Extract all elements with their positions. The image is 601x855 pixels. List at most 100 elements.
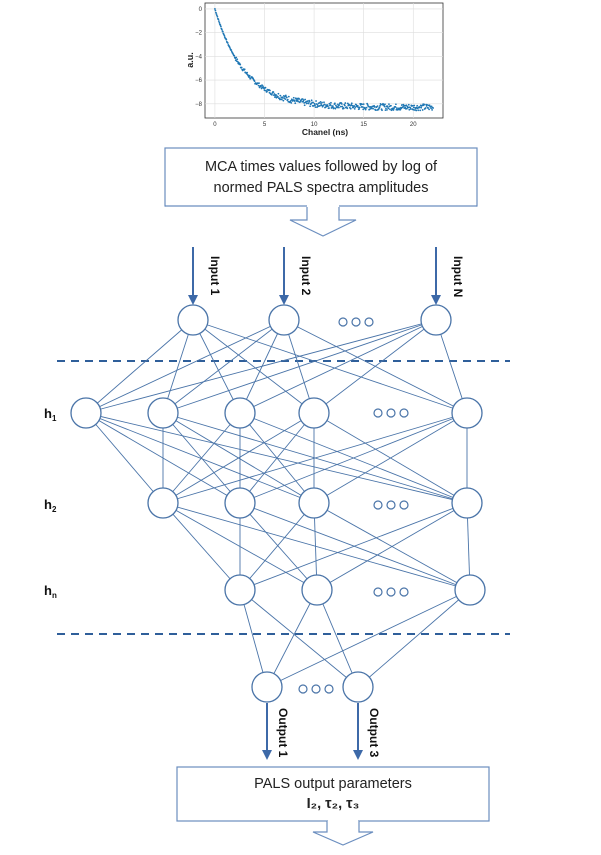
plot-point bbox=[217, 18, 220, 21]
ellipsis-dot bbox=[324, 684, 334, 694]
plot-point bbox=[336, 106, 339, 109]
plot-point bbox=[355, 103, 358, 106]
plot-point bbox=[216, 15, 219, 18]
plot-point bbox=[297, 100, 300, 103]
plot-point bbox=[243, 68, 246, 71]
plot-point bbox=[384, 103, 386, 106]
plot-point bbox=[361, 106, 364, 108]
plot-point bbox=[339, 105, 342, 108]
plot-point bbox=[393, 107, 395, 110]
output-box-arrow bbox=[312, 821, 374, 846]
output-box-line-2: I₂, τ₂, τ₃ bbox=[306, 796, 360, 812]
ellipsis-dot bbox=[351, 317, 361, 327]
plot-point bbox=[387, 107, 390, 110]
plot-point bbox=[427, 107, 430, 109]
plot-point bbox=[286, 98, 289, 101]
ellipsis-dot bbox=[338, 317, 348, 327]
ellipsis-dot bbox=[364, 317, 374, 327]
hidden-1-neuron-3 bbox=[224, 397, 256, 429]
plot-point bbox=[395, 107, 398, 109]
hidden-layer-1-label: h1 bbox=[44, 406, 57, 423]
plot-point bbox=[296, 97, 299, 100]
plot-point bbox=[282, 99, 285, 102]
plot-point bbox=[298, 98, 301, 100]
input-1-label: Input 1 bbox=[208, 256, 222, 296]
plot-point bbox=[323, 103, 326, 106]
output-parameters-box bbox=[176, 766, 490, 822]
plot-point bbox=[399, 108, 402, 111]
output-neuron-1 bbox=[251, 671, 283, 703]
plot-point bbox=[334, 102, 336, 105]
connection-line bbox=[162, 502, 241, 591]
ellipsis-dot bbox=[399, 408, 409, 418]
plot-x-axis-label: Chanel (ns) bbox=[302, 127, 348, 137]
hidden-1-neuron-5 bbox=[451, 397, 483, 429]
plot-point bbox=[428, 108, 431, 111]
plot-point bbox=[400, 104, 403, 106]
connection-line bbox=[239, 502, 471, 591]
plot-point bbox=[423, 103, 426, 106]
plot-point bbox=[342, 107, 345, 110]
plot-point bbox=[262, 85, 264, 88]
plot-point bbox=[340, 103, 343, 105]
plot-point bbox=[236, 58, 239, 61]
connection-line bbox=[313, 412, 468, 504]
plot-point bbox=[276, 95, 279, 98]
hidden-2-neuron-2 bbox=[224, 487, 256, 519]
plot-point bbox=[365, 106, 368, 109]
connection-line bbox=[357, 589, 471, 688]
plot-point bbox=[328, 102, 331, 105]
ellipsis-dot bbox=[373, 587, 383, 597]
plot-point bbox=[362, 103, 365, 106]
plot-point bbox=[240, 66, 243, 69]
plot-point bbox=[294, 97, 297, 100]
plot-y-axis-label: a.u. bbox=[185, 52, 195, 68]
input-box-text: MCA times values followed by log of norm… bbox=[165, 157, 477, 199]
plot-point bbox=[335, 104, 337, 107]
plot-point bbox=[307, 102, 310, 105]
plot-point bbox=[386, 105, 389, 108]
network-connections bbox=[85, 319, 471, 688]
hidden-layer-n-label: hn bbox=[44, 583, 57, 600]
plot-point bbox=[316, 104, 319, 106]
plot-point bbox=[280, 98, 283, 101]
plot-point bbox=[353, 107, 356, 110]
plot-point bbox=[216, 14, 218, 17]
plot-point bbox=[293, 100, 296, 103]
plot-point bbox=[362, 108, 365, 111]
network-neurons bbox=[70, 304, 486, 703]
plot-point bbox=[354, 106, 357, 109]
ellipsis-markers bbox=[298, 317, 409, 694]
plot-point bbox=[407, 106, 410, 109]
plot-point bbox=[273, 93, 276, 95]
plot-point bbox=[214, 8, 216, 10]
plot-point bbox=[284, 94, 287, 97]
connection-line bbox=[192, 319, 241, 414]
output-3-label: Output 3 bbox=[367, 708, 381, 758]
plot-point bbox=[249, 77, 252, 80]
input-2-label: Input 2 bbox=[299, 256, 313, 296]
plot-point bbox=[337, 106, 340, 109]
plot-point bbox=[239, 63, 242, 66]
plot-point bbox=[319, 100, 322, 103]
plot-point bbox=[426, 103, 429, 106]
plot-point bbox=[380, 103, 382, 106]
plot-y-tick: −8 bbox=[195, 102, 203, 108]
connection-line bbox=[239, 502, 318, 591]
ellipsis-dot bbox=[386, 408, 396, 418]
plot-x-tick: 15 bbox=[360, 122, 367, 128]
connection-line bbox=[239, 502, 468, 591]
plot-point bbox=[329, 104, 332, 106]
plot-point bbox=[320, 104, 323, 107]
plot-point bbox=[409, 108, 412, 110]
connection-line bbox=[266, 589, 318, 688]
plot-point bbox=[223, 34, 226, 37]
plot-point bbox=[407, 103, 410, 106]
plot-point bbox=[290, 101, 293, 104]
plot-y-tick: −2 bbox=[195, 31, 203, 37]
plot-frame bbox=[204, 2, 444, 119]
connection-line bbox=[239, 589, 268, 688]
plot-point bbox=[263, 89, 266, 92]
